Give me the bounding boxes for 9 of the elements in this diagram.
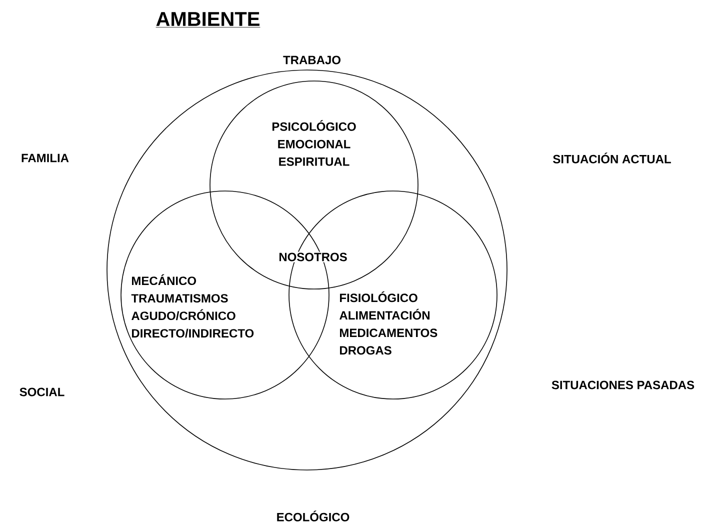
label: FAMILIA bbox=[20, 152, 70, 164]
label: SOCIAL bbox=[18, 386, 66, 398]
label: TRABAJO bbox=[282, 54, 342, 66]
label: NOSOTROS bbox=[278, 252, 348, 262]
title: AMBIENTE bbox=[156, 12, 260, 28]
label: ECOLÓGICO bbox=[275, 510, 351, 522]
label: SITUACIONES PASADAS bbox=[550, 380, 696, 390]
label: SITUACIÓN ACTUAL bbox=[552, 152, 672, 164]
outer-circle bbox=[106, 70, 508, 470]
